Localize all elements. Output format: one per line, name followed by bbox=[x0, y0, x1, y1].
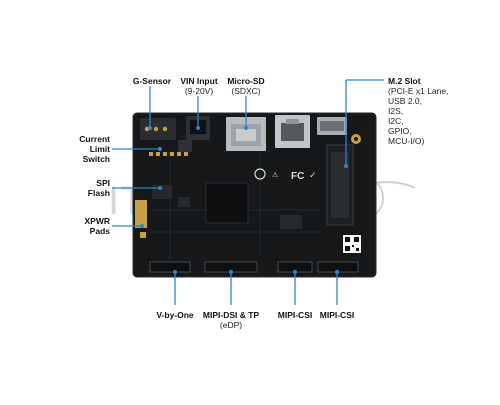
label-m2-slot: M.2 Slot (PCI-E x1 Lane, USB 2.0, I2S, I… bbox=[388, 76, 488, 146]
label-mipi-dsi: MIPI-DSI & TP (eDP) bbox=[196, 310, 266, 330]
spi-flash-line: SPI bbox=[96, 178, 110, 188]
v-by-one-title: V-by-One bbox=[156, 310, 194, 320]
vin-input-voltage: (9-20V) bbox=[184, 86, 214, 96]
current-limit-line: Current bbox=[79, 134, 110, 144]
label-micro-sd: Micro-SD (SDXC) bbox=[220, 76, 272, 96]
g-sensor-title: G-Sensor bbox=[132, 76, 172, 86]
xpwr-pads-line: XPWR bbox=[84, 216, 111, 226]
callout-lines bbox=[112, 79, 384, 305]
m2-line: I2S, bbox=[388, 106, 404, 116]
top-connectors bbox=[140, 115, 347, 156]
mipi-csi-title: MIPI-CSI bbox=[319, 310, 355, 320]
micro-sd-title: Micro-SD bbox=[227, 76, 265, 86]
label-vin-input: VIN Input (9-20V) bbox=[173, 76, 225, 96]
mipi-dsi-sub: (eDP) bbox=[219, 320, 243, 330]
label-mipi-csi-1: MIPI-CSI bbox=[268, 310, 322, 320]
qr-code bbox=[343, 235, 361, 253]
m2-line: (PCI-E x1 Lane, bbox=[388, 86, 449, 96]
svg-text:✓: ✓ bbox=[309, 170, 317, 180]
label-g-sensor: G-Sensor bbox=[126, 76, 178, 86]
m2-slot-title: M.2 Slot bbox=[388, 76, 421, 86]
label-xpwr-pads: XPWR Pads bbox=[56, 216, 111, 236]
m2-line: USB 2.0, bbox=[388, 96, 423, 106]
label-mipi-csi-2: MIPI-CSI bbox=[310, 310, 364, 320]
label-current-limit-switch: Current Limit Switch bbox=[56, 134, 110, 164]
pcb bbox=[132, 112, 377, 278]
certification-marks: ⚠ FC ✓ bbox=[254, 168, 317, 182]
m2-line: GPIO, bbox=[388, 126, 412, 136]
label-v-by-one: V-by-One bbox=[145, 310, 205, 320]
svg-text:⚠: ⚠ bbox=[272, 171, 278, 179]
xpwr-pads-line: Pads bbox=[89, 226, 110, 236]
current-limit-line: Switch bbox=[82, 154, 110, 164]
chips bbox=[152, 182, 302, 229]
mipi-csi-title: MIPI-CSI bbox=[277, 310, 313, 320]
m2-line: I2C, bbox=[388, 116, 404, 126]
m2-line: MCU-I/O) bbox=[388, 136, 425, 146]
vin-input-title: VIN Input bbox=[180, 76, 218, 86]
label-spi-flash: SPI Flash bbox=[56, 178, 110, 198]
bottom-connectors bbox=[149, 261, 359, 273]
spi-flash-line: Flash bbox=[87, 188, 110, 198]
micro-sd-type: (SDXC) bbox=[231, 86, 261, 96]
mipi-dsi-title: MIPI-DSI & TP bbox=[202, 310, 260, 320]
left-side-parts bbox=[135, 200, 147, 238]
m2-slot-connector bbox=[326, 134, 361, 226]
svg-text:FC: FC bbox=[291, 171, 304, 182]
current-limit-line: Limit bbox=[89, 144, 110, 154]
